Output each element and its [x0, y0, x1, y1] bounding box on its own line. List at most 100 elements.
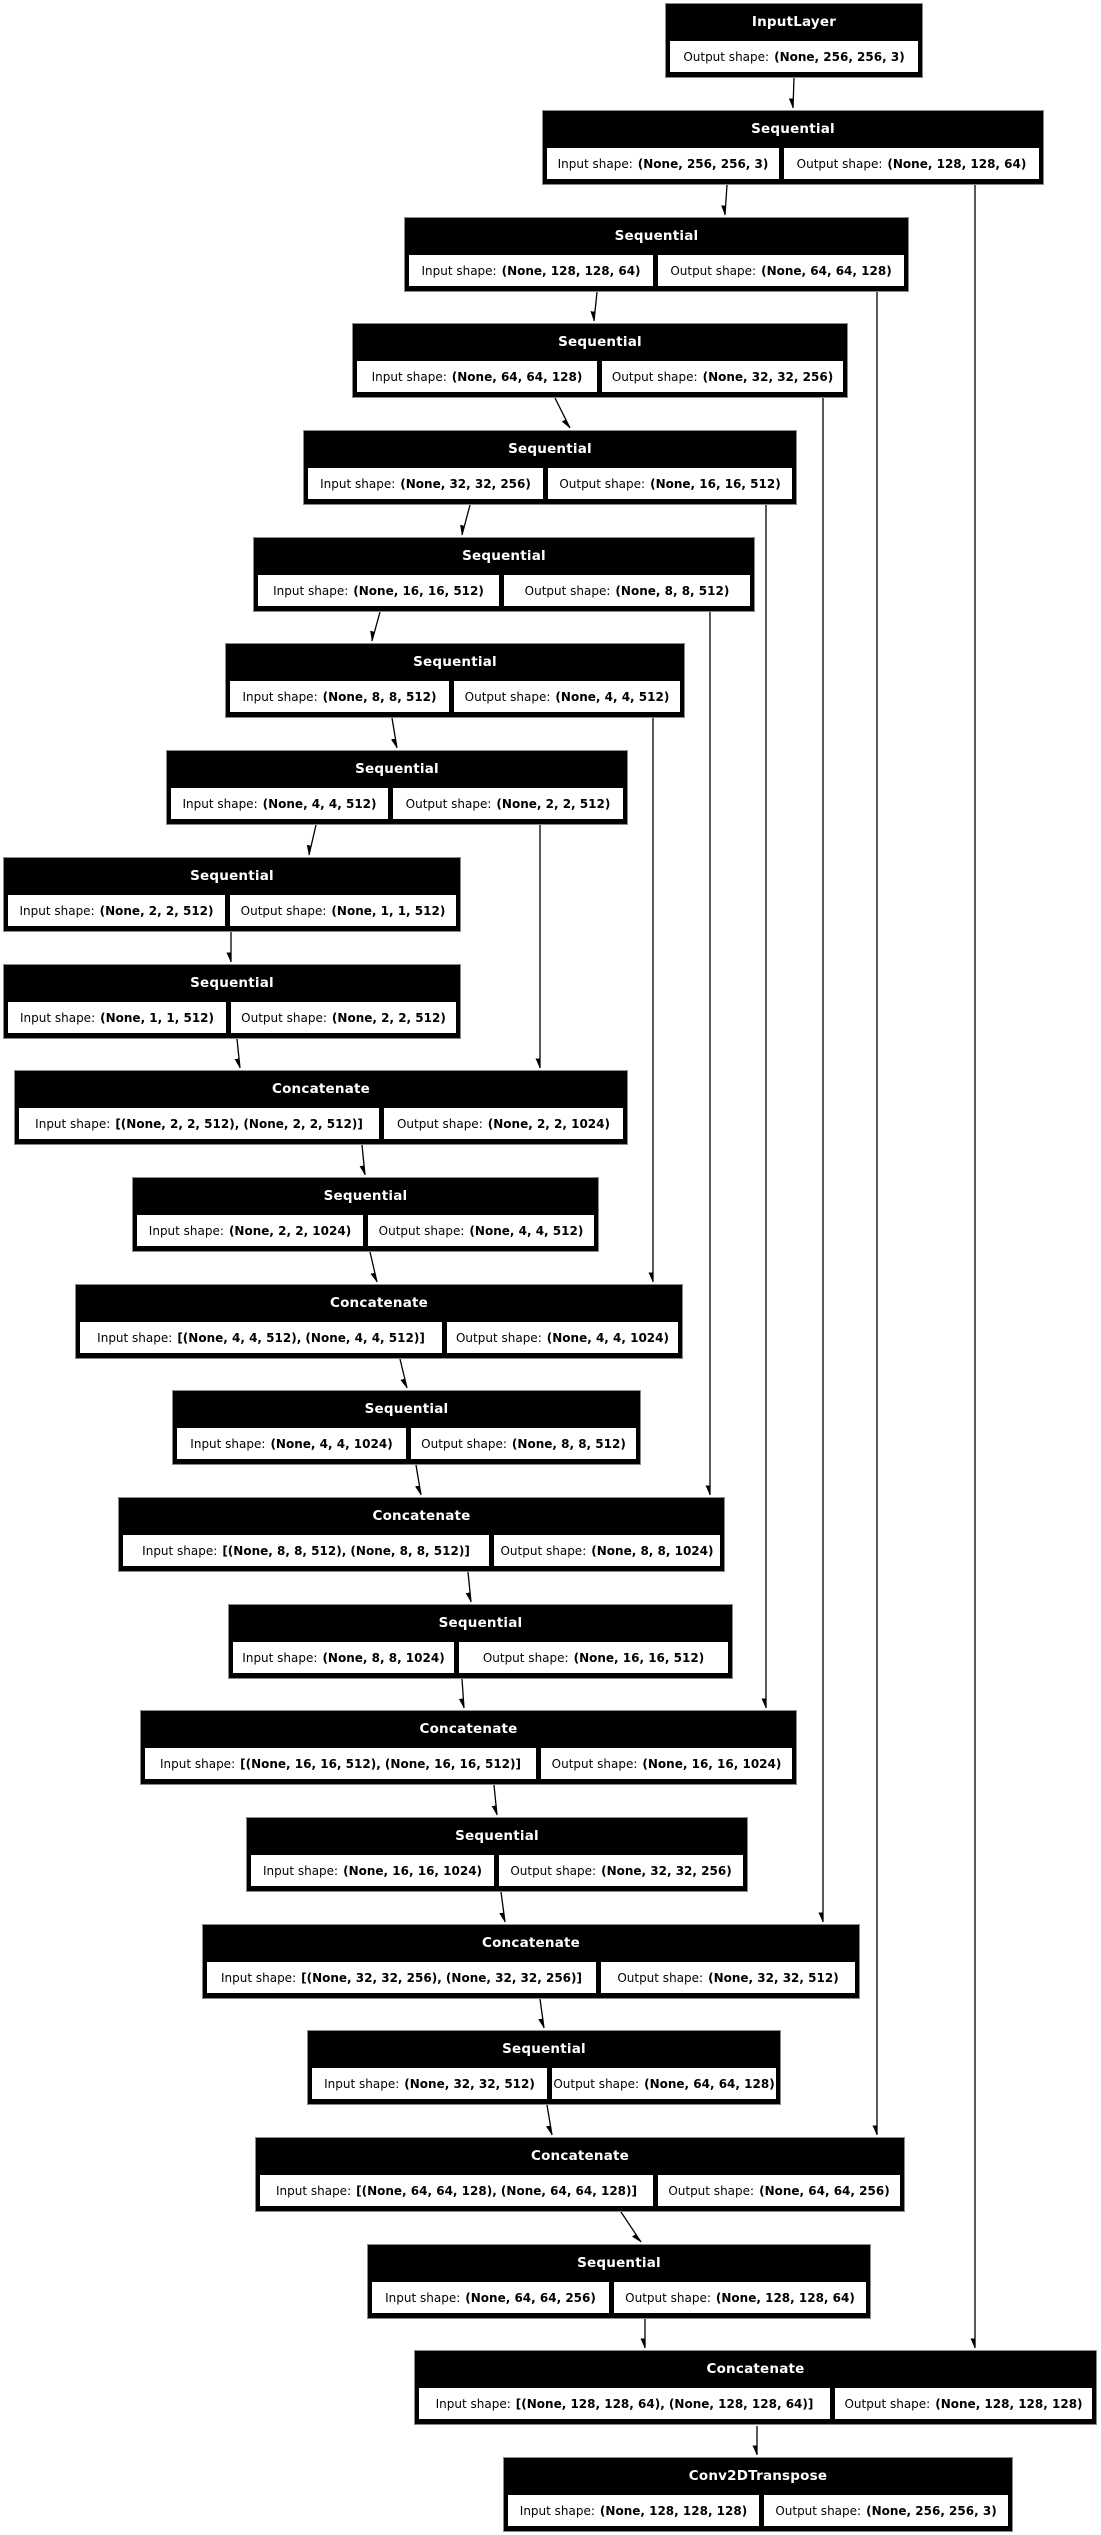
- edge-chain-5: [372, 611, 381, 641]
- input-shape-cell: Input shape:(None, 8, 8, 512): [229, 680, 450, 713]
- node-4-sequential: Sequential Input shape:(None, 32, 32, 25…: [303, 430, 797, 505]
- node-19-sequential: Sequential Input shape:(None, 32, 32, 51…: [307, 2030, 781, 2105]
- node-7-sequential: Sequential Input shape:(None, 4, 4, 512)…: [166, 750, 628, 825]
- node-15-sequential: Sequential Input shape:(None, 8, 8, 1024…: [228, 1604, 733, 1679]
- node-18-concatenate: Concatenate Input shape:[(None, 32, 32, …: [202, 1924, 860, 1999]
- output-shape-cell: Output shape:(None, 64, 64, 128): [551, 2067, 777, 2100]
- output-shape-cell: Output shape:(None, 256, 256, 3): [669, 40, 919, 73]
- edge-chain-20: [620, 2211, 642, 2242]
- output-shape-cell: Output shape:(None, 4, 4, 512): [367, 1214, 595, 1247]
- node-5-sequential: Sequential Input shape:(None, 16, 16, 51…: [253, 537, 755, 612]
- node-type-label: Concatenate: [530, 2148, 630, 2164]
- output-shape-cell: Output shape:(None, 32, 32, 512): [600, 1961, 856, 1994]
- node-type-label: Sequential: [413, 654, 497, 670]
- input-shape-cell: Input shape:(None, 8, 8, 1024): [232, 1641, 455, 1674]
- input-shape-cell: Input shape:(None, 2, 2, 1024): [136, 1214, 364, 1247]
- output-shape-cell: Output shape:(None, 32, 32, 256): [601, 360, 844, 393]
- edge-chain-13: [416, 1464, 422, 1495]
- input-shape-cell: Input shape:[(None, 8, 8, 512), (None, 8…: [122, 1534, 490, 1567]
- output-shape-cell: Output shape:(None, 64, 64, 256): [657, 2174, 901, 2207]
- edge-chain-0: [793, 77, 795, 108]
- input-shape-cell: Input shape:(None, 16, 16, 512): [257, 574, 500, 607]
- node-0-inputlayer: InputLayer Output shape:(None, 256, 256,…: [665, 3, 923, 78]
- input-shape-cell: Input shape:[(None, 2, 2, 512), (None, 2…: [18, 1107, 380, 1140]
- node-type-label: Sequential: [364, 1401, 449, 1417]
- edge-chain-16: [494, 1784, 498, 1815]
- node-type-label: Conv2DTranspose: [688, 2468, 828, 2484]
- output-shape-cell: Output shape:(None, 2, 2, 512): [392, 787, 624, 820]
- input-shape-cell: Input shape:(None, 128, 128, 128): [507, 2494, 760, 2527]
- node-type-label: Sequential: [614, 228, 699, 244]
- output-shape-cell: Output shape:(None, 2, 2, 512): [230, 1001, 457, 1034]
- input-shape-cell: Input shape:(None, 32, 32, 512): [311, 2067, 548, 2100]
- node-type-label: Sequential: [190, 975, 274, 991]
- node-type-label: Sequential: [355, 761, 439, 777]
- input-shape-cell: Input shape:(None, 256, 256, 3): [546, 147, 780, 180]
- edge-chain-2: [594, 291, 598, 321]
- edge-chain-18: [540, 1998, 545, 2028]
- edge-chain-11: [369, 1251, 378, 1282]
- edge-chain-19: [547, 2104, 553, 2135]
- node-type-label: Sequential: [751, 121, 835, 137]
- node-1-sequential: Sequential Input shape:(None, 256, 256, …: [542, 110, 1044, 185]
- input-shape-cell: Input shape:[(None, 64, 64, 128), (None,…: [259, 2174, 654, 2207]
- node-type-label: Sequential: [323, 1188, 408, 1204]
- edge-chain-14: [468, 1571, 472, 1602]
- output-shape-cell: Output shape:(None, 8, 8, 512): [410, 1427, 637, 1460]
- edge-chain-7: [309, 824, 317, 855]
- node-type-label: Sequential: [558, 334, 642, 350]
- input-shape-cell: Input shape:(None, 32, 32, 256): [307, 467, 544, 500]
- output-shape-cell: Output shape:(None, 4, 4, 1024): [446, 1321, 679, 1354]
- node-17-sequential: Sequential Input shape:(None, 16, 16, 10…: [246, 1817, 748, 1892]
- input-shape-cell: Input shape:(None, 1, 1, 512): [7, 1001, 227, 1034]
- edge-chain-4: [462, 504, 471, 535]
- node-6-sequential: Sequential Input shape:(None, 8, 8, 512)…: [225, 643, 685, 718]
- node-14-concatenate: Concatenate Input shape:[(None, 8, 8, 51…: [118, 1497, 725, 1572]
- input-shape-cell: Input shape:(None, 64, 64, 128): [356, 360, 598, 393]
- node-type-label: Concatenate: [271, 1081, 371, 1097]
- output-shape-cell: Output shape:(None, 8, 8, 512): [503, 574, 751, 607]
- node-3-sequential: Sequential Input shape:(None, 64, 64, 12…: [352, 323, 848, 398]
- node-type-label: Concatenate: [419, 1721, 518, 1737]
- node-21-sequential: Sequential Input shape:(None, 64, 64, 25…: [367, 2244, 871, 2319]
- edge-chain-9: [237, 1038, 241, 1068]
- output-shape-cell: Output shape:(None, 128, 128, 64): [613, 2281, 867, 2314]
- output-shape-cell: Output shape:(None, 16, 16, 1024): [540, 1747, 793, 1780]
- node-type-label: Sequential: [438, 1615, 523, 1631]
- edge-chain-3: [554, 397, 571, 428]
- node-10-concatenate: Concatenate Input shape:[(None, 2, 2, 51…: [14, 1070, 628, 1145]
- node-type-label: Sequential: [577, 2255, 661, 2271]
- node-type-label: Concatenate: [481, 1935, 581, 1951]
- edge-chain-10: [362, 1144, 366, 1175]
- node-type-label: Sequential: [508, 441, 592, 457]
- output-shape-cell: Output shape:(None, 256, 256, 3): [763, 2494, 1009, 2527]
- input-shape-cell: Input shape:(None, 16, 16, 1024): [250, 1854, 495, 1887]
- node-12-concatenate: Concatenate Input shape:[(None, 4, 4, 51…: [75, 1284, 683, 1359]
- input-shape-cell: Input shape:(None, 128, 128, 64): [408, 254, 654, 287]
- input-shape-cell: Input shape:[(None, 32, 32, 256), (None,…: [206, 1961, 597, 1994]
- input-shape-cell: Input shape:(None, 4, 4, 512): [170, 787, 389, 820]
- node-20-concatenate: Concatenate Input shape:[(None, 64, 64, …: [255, 2137, 905, 2212]
- edge-chain-12: [399, 1358, 408, 1388]
- node-type-label: Sequential: [462, 548, 546, 564]
- node-8-sequential: Sequential Input shape:(None, 2, 2, 512)…: [3, 857, 461, 932]
- node-type-label: Sequential: [455, 1828, 539, 1844]
- node-9-sequential: Sequential Input shape:(None, 1, 1, 512)…: [3, 964, 461, 1039]
- node-23-conv2dtranspose: Conv2DTranspose Input shape:(None, 128, …: [503, 2457, 1013, 2532]
- node-type-label: Concatenate: [706, 2361, 805, 2377]
- node-11-sequential: Sequential Input shape:(None, 2, 2, 1024…: [132, 1177, 599, 1252]
- edge-chain-17: [501, 1891, 506, 1922]
- node-type-label: Concatenate: [329, 1295, 429, 1311]
- output-shape-cell: Output shape:(None, 16, 16, 512): [547, 467, 793, 500]
- output-shape-cell: Output shape:(None, 4, 4, 512): [453, 680, 681, 713]
- output-shape-cell: Output shape:(None, 2, 2, 1024): [383, 1107, 624, 1140]
- input-shape-cell: Input shape:(None, 4, 4, 1024): [176, 1427, 407, 1460]
- node-13-sequential: Sequential Input shape:(None, 4, 4, 1024…: [172, 1390, 641, 1465]
- output-shape-cell: Output shape:(None, 8, 8, 1024): [493, 1534, 721, 1567]
- node-type-label: Sequential: [502, 2041, 586, 2057]
- input-shape-cell: Input shape:[(None, 4, 4, 512), (None, 4…: [79, 1321, 443, 1354]
- input-shape-cell: Input shape:(None, 2, 2, 512): [7, 894, 226, 927]
- output-shape-cell: Output shape:(None, 32, 32, 256): [498, 1854, 744, 1887]
